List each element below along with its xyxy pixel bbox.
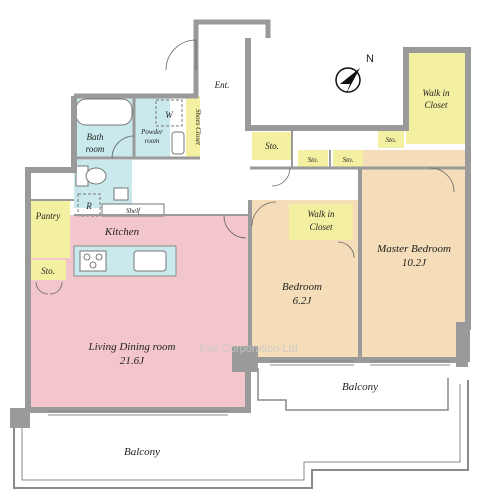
- powder-label-line2: room: [145, 137, 160, 145]
- pantry-label: Pantry: [35, 211, 61, 221]
- toilet-bowl: [85, 167, 107, 185]
- compass-north-label: N: [366, 53, 374, 65]
- burner-2: [95, 253, 103, 261]
- walk-in-closet-bedroom-fill: [289, 204, 353, 240]
- bathtub: [75, 98, 133, 126]
- balcony-outline: [13, 368, 469, 489]
- master-bedroom-size: 10.2J: [402, 257, 427, 269]
- walk-in-closet-master-fill: [406, 52, 466, 144]
- entrance-label: Ent.: [214, 80, 230, 90]
- powder-label-line1: Powder: [140, 128, 163, 136]
- shoes-closet-fill: [186, 96, 200, 158]
- bath-label-line2: room: [86, 144, 105, 154]
- north-compass: N: [335, 53, 374, 94]
- watermark-text: Ken Corporation Ltd.: [199, 343, 301, 355]
- windows: [48, 360, 450, 416]
- column-3: [456, 322, 470, 362]
- burner-3: [89, 261, 97, 269]
- toilet-sink: [113, 187, 129, 201]
- walk-in-closet-bedroom-line2: Closet: [309, 222, 333, 232]
- compass-arrow: [340, 68, 360, 94]
- storage-small-a-fill: [298, 150, 328, 168]
- master-bedroom-name: Master Bedroom: [376, 243, 451, 255]
- storage-label-small-a: Sto.: [308, 156, 319, 164]
- washbasin: [171, 131, 185, 155]
- storage-right-fill: [378, 130, 404, 148]
- column-1: [10, 408, 30, 428]
- storage-label-left: Sto.: [41, 266, 55, 276]
- living-dining-size: 21.6J: [120, 355, 145, 367]
- column-2: [232, 346, 258, 372]
- door-swings: [35, 39, 455, 295]
- storage-mid-fill: [252, 132, 292, 160]
- storage-left-fill: [30, 260, 66, 280]
- cooktop: [79, 250, 107, 272]
- storage-label-small-b: Sto.: [343, 156, 354, 164]
- storage-small-b-fill: [333, 150, 363, 168]
- walk-in-closet-bedroom-line1: Walk in: [308, 209, 335, 219]
- living-dining-name: Living Dining room: [88, 341, 176, 353]
- master-bedroom-floor: [360, 150, 468, 360]
- walk-in-closet-master-line1: Walk in: [423, 88, 450, 98]
- storage-label-right: Sto.: [386, 136, 397, 144]
- storage-label-mid: Sto.: [265, 141, 279, 151]
- washer-mark: W: [165, 110, 174, 120]
- sink: [133, 250, 167, 272]
- bedroom-name: Bedroom: [282, 281, 322, 293]
- walk-in-closet-master-line2: Closet: [424, 100, 448, 110]
- pantry-fill: [28, 200, 70, 258]
- balcony-label-right: Balcony: [342, 381, 378, 393]
- kitchen-label: Kitchen: [104, 226, 140, 238]
- washer-space: [155, 99, 183, 127]
- burner-1: [83, 253, 91, 261]
- balcony-label-bottom: Balcony: [124, 446, 160, 458]
- shoes-closet-label: Shoes Closet: [194, 109, 202, 146]
- powder-floor: [134, 96, 170, 158]
- compass-ring: [335, 67, 361, 93]
- shelf-label: Shelf: [126, 207, 141, 215]
- fridge-label: R: [85, 201, 92, 211]
- bedroom-size: 6.2J: [293, 295, 313, 307]
- bath-label-line1: Bath: [87, 132, 104, 142]
